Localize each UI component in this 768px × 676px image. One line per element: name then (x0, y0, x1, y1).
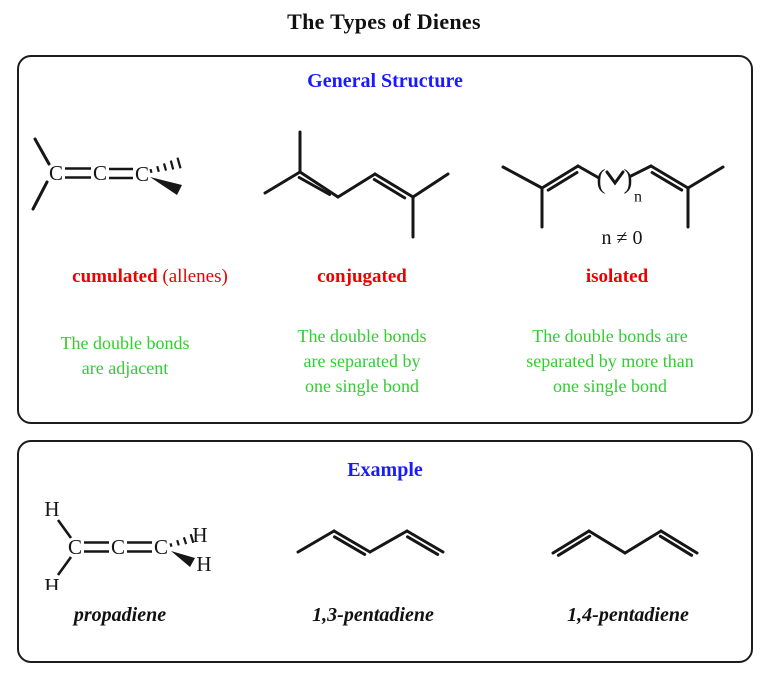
repeat-condition: n ≠ 0 (602, 227, 643, 249)
single-bond (336, 172, 377, 199)
single-bond (368, 529, 409, 554)
carbon-atom-label: C (68, 535, 82, 559)
molecule-label-propadiene: propadiene (73, 604, 167, 626)
ch-bond (56, 556, 73, 576)
single-bond (576, 164, 601, 180)
type-label-cumulated: cumulated (allenes) (30, 266, 270, 288)
single-bond (587, 529, 627, 555)
example-header: Example (347, 459, 423, 481)
type-name: cumulated (72, 266, 158, 287)
single-bond (629, 164, 653, 178)
methyl-bond (33, 137, 51, 166)
type-label-isolated: isolated (527, 266, 707, 288)
carbon-atom-label: C (111, 535, 125, 559)
double-bond-inner (333, 535, 367, 556)
double-bond-inner (406, 535, 440, 556)
methyl-bond (31, 180, 49, 211)
double-bond-inner (658, 534, 694, 557)
single-bond (296, 529, 336, 554)
carbon-atom-label: C (93, 161, 107, 185)
double-bond-inner (372, 178, 407, 200)
hydrogen-atom-label: H (196, 552, 211, 576)
double-bond (659, 529, 699, 555)
cumulated-structure-drawing: C C C (31, 137, 182, 211)
ch-bond (56, 519, 73, 539)
methyl-bond (263, 170, 302, 195)
type-label-conjugated: conjugated (272, 266, 452, 288)
double-bond (332, 529, 372, 554)
hash-wedge-bond-icon (149, 157, 182, 174)
hydrogen-atom-label: H (192, 523, 207, 547)
double-bond-inner (297, 176, 332, 196)
type-name: isolated (585, 266, 649, 287)
carbon-atom-label: C (49, 161, 63, 185)
single-bond (623, 529, 663, 555)
molecule-label-14-pentadiene: 1,4-pentadiene (567, 604, 689, 626)
hash-wedge-bond-icon (169, 533, 195, 548)
hydrogen-atom-label: H (44, 497, 59, 521)
pentadiene-14-structure-drawing (551, 529, 699, 557)
close-paren: ) (624, 164, 633, 194)
hydrogen-atom-label: H (44, 574, 59, 590)
methyl-bond (411, 172, 450, 199)
methyl-bond (501, 165, 544, 190)
open-paren: ( (597, 164, 606, 194)
description-cumulated: The double bonds are adjacent (60, 333, 190, 378)
repeat-unit-bond (605, 170, 625, 186)
propadiene-structure-drawing: H H C C C H H (44, 497, 211, 590)
double-bond (373, 172, 415, 199)
general-structure-header: General Structure (307, 70, 463, 92)
solid-wedge-bond-icon (171, 551, 195, 567)
type-suffix: (allenes) (157, 266, 228, 287)
type-name: conjugated (317, 266, 407, 287)
double-bond-inner (546, 171, 579, 192)
description-conjugated: The double bonds are separated by one si… (297, 326, 427, 396)
double-bond (649, 164, 690, 190)
double-bond (405, 529, 445, 554)
isolated-structure-drawing: ( ) n n ≠ 0 (501, 164, 725, 249)
carbon-atom-label: C (154, 535, 168, 559)
pentadiene-13-structure-drawing (296, 529, 445, 556)
conjugated-structure-drawing (263, 130, 450, 239)
double-bond (540, 164, 580, 190)
methyl-bond (686, 165, 725, 190)
double-bond (551, 529, 591, 555)
page-title: The Types of Dienes (287, 9, 481, 34)
solid-wedge-bond-icon (150, 177, 182, 195)
double-bond (298, 170, 340, 199)
double-bond-inner (556, 534, 592, 557)
double-bond-inner (650, 171, 684, 192)
description-isolated: The double bonds are separated by more t… (526, 326, 694, 396)
repeat-subscript: n (634, 189, 642, 206)
carbon-atom-label: C (135, 162, 149, 186)
molecule-label-13-pentadiene: 1,3-pentadiene (312, 604, 434, 626)
general-structure-panel (17, 55, 753, 424)
